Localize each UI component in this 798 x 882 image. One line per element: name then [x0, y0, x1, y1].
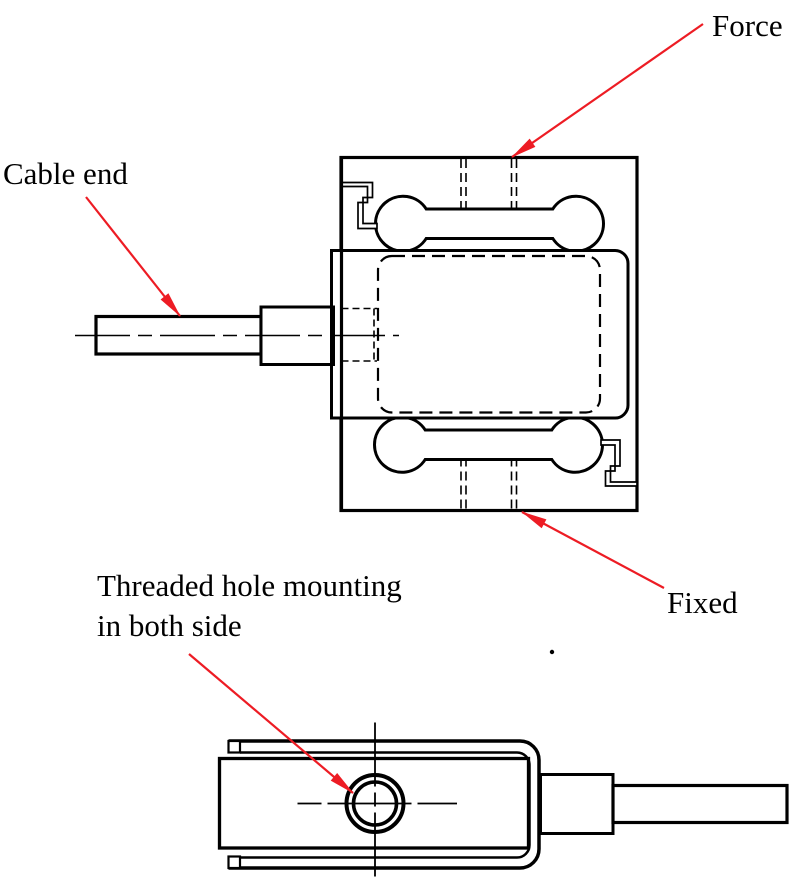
cable-end-label: Cable end [3, 156, 128, 191]
frame-arm-tip-bottom [227, 855, 242, 870]
threaded-hole-label-line2: in both side [97, 608, 242, 643]
hidden-cavity-outline [376, 254, 602, 414]
central-block-outline [330, 248, 630, 420]
load-cell-side-view [217, 722, 789, 881]
threaded-hole-hidden-lines-top [460, 159, 518, 210]
threaded-hole-hidden-lines-bottom [460, 457, 518, 509]
annotation-labels: Force Cable end Fixed Threaded hole moun… [3, 8, 783, 643]
load-cell-top-view [75, 155, 639, 513]
annotation-arrows [85, 23, 704, 794]
s-slot-lower-right [600, 439, 638, 487]
cable-connector-side [539, 773, 615, 835]
stray-dot [549, 649, 555, 655]
threaded-hole-leader-arrow [188, 653, 354, 794]
threaded-hole-label-line1: Threaded hole mounting [97, 568, 402, 603]
cable-side [611, 783, 789, 825]
s-slot-upper-left [340, 181, 378, 230]
dumbbell-cutout-lower [373, 415, 604, 474]
force-leader-arrow [511, 23, 704, 158]
frame-arm-tip-top [227, 739, 242, 754]
force-label: Force [712, 8, 783, 43]
fixed-label: Fixed [667, 585, 738, 620]
cable-end-leader-arrow [85, 196, 181, 317]
fixed-leader-arrow [521, 511, 665, 589]
dumbbell-cutout-upper [374, 194, 605, 253]
